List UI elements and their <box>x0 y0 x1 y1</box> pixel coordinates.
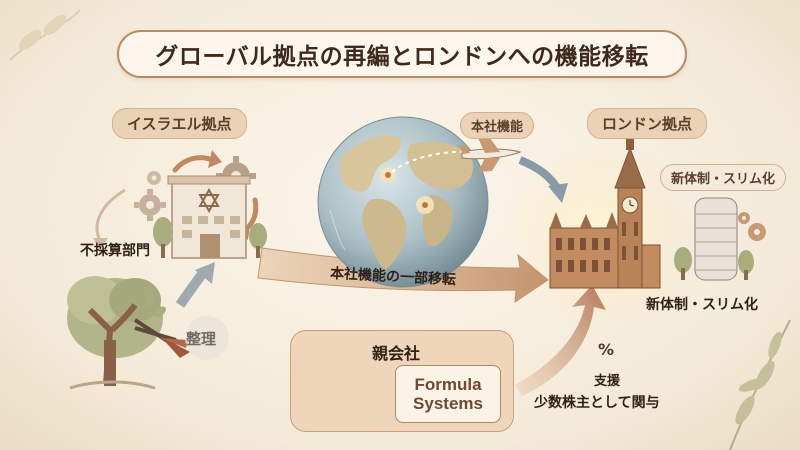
london-base-tag: ロンドン拠点 <box>587 108 708 139</box>
israel-base-tag: イスラエル拠点 <box>112 108 247 139</box>
leaf-decoration-topleft <box>9 9 81 61</box>
gear-icon <box>147 171 161 185</box>
big-ben-illustration <box>614 138 646 289</box>
formula-logo-line1: Formula <box>414 375 482 394</box>
support-label: 支援 <box>594 374 621 389</box>
israel-office-building <box>167 175 251 259</box>
hq-function-tag: 本社機能 <box>460 112 535 139</box>
cleanup-arrow <box>175 267 210 308</box>
cleanup-badge <box>185 316 229 360</box>
cleanup-label: 整理 <box>186 330 217 348</box>
parliament-illustration <box>549 212 661 289</box>
gear-icon <box>738 212 766 241</box>
formula-logo-line2: Systems <box>413 394 483 413</box>
cleanup-arrowhead <box>195 262 215 284</box>
new-system-bubble: 新体制・スリム化 <box>660 164 787 191</box>
small-tree-icon <box>153 217 267 258</box>
percent-icon: % <box>598 340 615 359</box>
page-title: グローバル拠点の再編とロンドンへの機能移転 <box>117 30 687 78</box>
formula-systems-logo: Formula Systems <box>395 365 501 423</box>
support-arrow <box>515 285 606 396</box>
leaf-decoration-bottomright <box>729 319 791 450</box>
unprofitable-division-label: 不採算部門 <box>80 243 150 259</box>
new-system-label: 新体制・スリム化 <box>646 297 758 313</box>
plane-arrowhead <box>548 183 568 203</box>
parent-company-label: 親会社 <box>372 344 421 363</box>
pruning-shears-icon <box>133 318 190 358</box>
flight-path <box>391 150 471 173</box>
pruned-tree-illustration <box>67 276 166 390</box>
globe-illustration <box>317 116 489 288</box>
curve-arrow-down <box>95 188 126 241</box>
small-tree-icon <box>674 247 754 280</box>
minority-shareholder-label: 少数株主として関与 <box>534 395 660 411</box>
curve-arrowhead <box>93 238 108 250</box>
modern-office-building <box>694 197 738 281</box>
airplane-icon <box>458 138 522 172</box>
cycle-arrowhead-1 <box>208 150 222 168</box>
gear-icon <box>134 189 166 221</box>
